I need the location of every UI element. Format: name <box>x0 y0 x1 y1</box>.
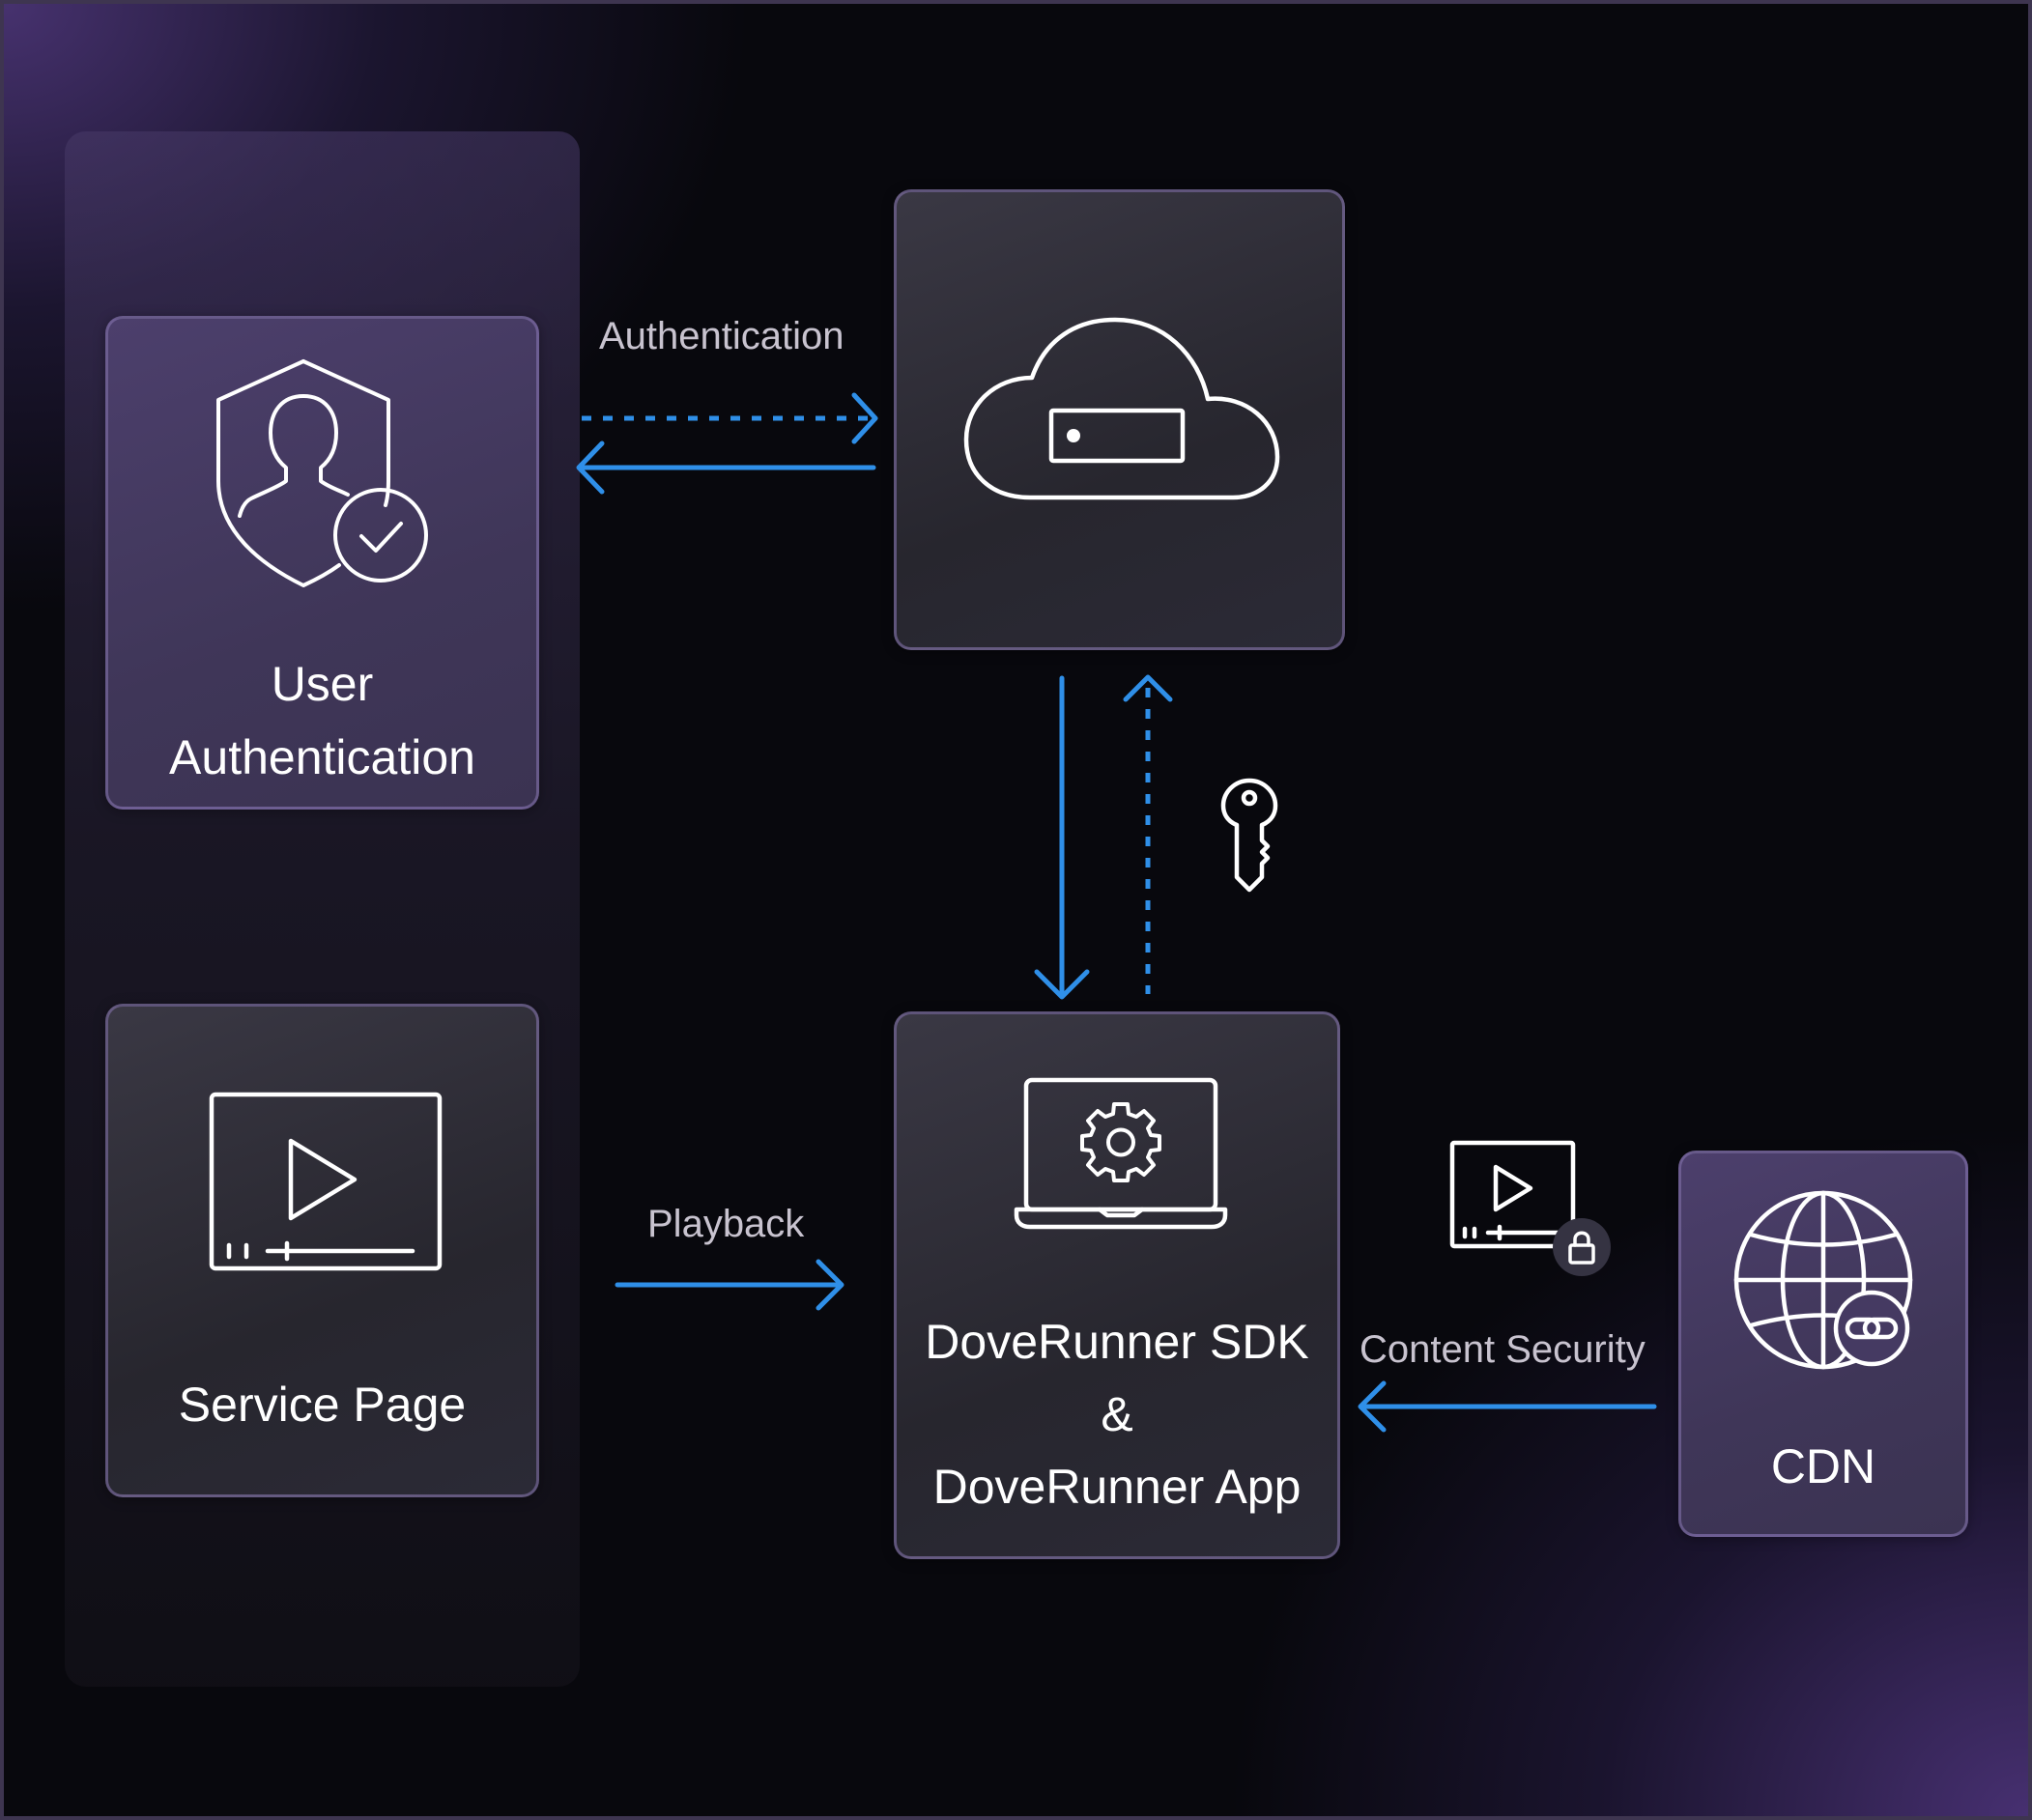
sdk-app-label-line2: & <box>1101 1387 1133 1441</box>
service-page-card: Service Page <box>105 1004 539 1497</box>
lock-badge <box>1553 1218 1611 1276</box>
license-server-card <box>894 189 1345 650</box>
auth-response-arrowhead <box>576 441 605 495</box>
sdk-app-label-line3: DoveRunner App <box>932 1460 1302 1514</box>
content-security-arrowhead <box>1358 1380 1387 1433</box>
cdn-card: CDN <box>1678 1151 1968 1537</box>
locked-video-icon <box>1449 1140 1576 1249</box>
license-request-arrowhead <box>1123 674 1173 702</box>
shield-user-check-icon <box>216 359 428 587</box>
key-icon <box>1220 778 1278 893</box>
content-security-edge-label: Content Security <box>1359 1328 1646 1371</box>
license-down-arrowhead <box>1034 969 1090 1000</box>
playback-edge-label: Playback <box>647 1203 805 1245</box>
lock-icon <box>1568 1231 1595 1265</box>
user-authentication-card: User Authentication <box>105 316 539 810</box>
authentication-edge-label: Authentication <box>599 315 844 357</box>
laptop-gear-icon <box>1014 1077 1228 1230</box>
video-player-icon <box>209 1092 443 1271</box>
service-page-label: Service Page <box>178 1378 467 1432</box>
arrows-layer <box>576 392 1657 1433</box>
cloud-server-icon <box>963 317 1280 500</box>
auth-request-arrowhead <box>851 392 878 444</box>
globe-link-icon <box>1733 1190 1913 1370</box>
doverunner-sdk-app-card: DoveRunner SDK & DoveRunner App <box>894 1011 1340 1559</box>
sdk-app-label-line1: DoveRunner SDK <box>925 1315 1309 1369</box>
user-authentication-label-line2: Authentication <box>169 730 475 784</box>
user-authentication-label-line1: User <box>271 657 374 711</box>
playback-arrowhead <box>816 1259 844 1311</box>
cdn-label: CDN <box>1770 1439 1876 1493</box>
